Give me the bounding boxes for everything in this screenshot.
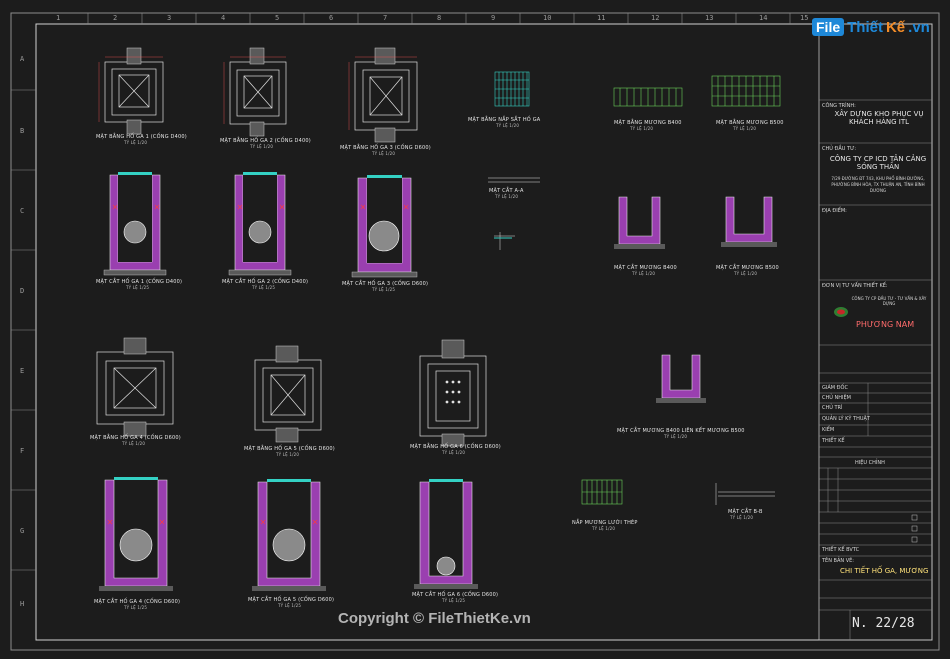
tb-location-label: ĐỊA ĐIỂM: bbox=[822, 208, 847, 214]
grid-row-d: D bbox=[20, 287, 25, 295]
scale-section-3: TỶ LỆ 1/25 bbox=[372, 287, 396, 292]
filethietke-logo[interactable]: File Thiết Kế .vn bbox=[812, 14, 934, 40]
grid-row-g: G bbox=[20, 527, 25, 535]
tb-owner: CÔNG TY CP ICD TÂN CẢNG SÓNG THẦN bbox=[829, 155, 927, 171]
caption-section-aa: MẶT CẮT A-A bbox=[489, 188, 524, 194]
drawing-number: N. 22/28 bbox=[852, 616, 915, 631]
grid-row-a: A bbox=[20, 55, 25, 63]
grid-col-3: 3 bbox=[167, 14, 172, 22]
scale-section-4: TỶ LỆ 1/25 bbox=[124, 605, 148, 610]
grid-col-13: 13 bbox=[705, 14, 714, 22]
caption-grate: MẶT BẰNG NẮP SẮT HỐ GA bbox=[468, 117, 541, 123]
grid-row-h: H bbox=[20, 600, 25, 608]
grid-col-2: 2 bbox=[113, 14, 118, 22]
grid-col-8: 8 bbox=[437, 14, 442, 22]
scale-grate: TỶ LỆ 1/20 bbox=[496, 123, 520, 128]
caption-section-b500: MẶT CẮT MƯƠNG B500 bbox=[716, 265, 779, 271]
copyright-watermark: Copyright © FileThietKe.vn bbox=[338, 610, 531, 627]
scale-section-1: TỶ LỆ 1/25 bbox=[126, 285, 150, 290]
grid-row-c: C bbox=[20, 207, 25, 215]
caption-section-b400: MẶT CẮT MƯƠNG B400 bbox=[614, 265, 677, 271]
scale-trench-b500: TỶ LỆ 1/20 bbox=[733, 126, 757, 131]
tb-company: CÔNG TY CP ĐẦU TƯ - TƯ VẤN & XÂY DỰNG bbox=[851, 296, 927, 306]
scale-trench-b400: TỶ LỆ 1/20 bbox=[630, 126, 654, 131]
grid-col-4: 4 bbox=[221, 14, 226, 22]
caption-section-join: MẶT CẮT MƯƠNG B400 LIÊN KẾT MƯƠNG B500 bbox=[617, 428, 745, 434]
tb-project-label: CÔNG TRÌNH: bbox=[822, 103, 856, 109]
scale-section-bb: TỶ LỆ 1/20 bbox=[730, 515, 754, 520]
scale-section-6: TỶ LỆ 1/25 bbox=[442, 598, 466, 603]
caption-section-4: MẶT CẮT HỐ GA 4 (CỐNG D600) bbox=[94, 599, 181, 605]
grid-col-14: 14 bbox=[759, 14, 768, 22]
tb-signer-chair: CHỦ TRÌ bbox=[822, 405, 843, 411]
caption-trench-cover: NẮP MƯƠNG LƯỚI THÉP bbox=[572, 520, 638, 526]
logo-ke: Kế bbox=[885, 18, 906, 36]
scale-section-b400: TỶ LỆ 1/20 bbox=[632, 271, 656, 276]
grid-col-7: 7 bbox=[383, 14, 388, 22]
tb-signer-check: KIỂM bbox=[822, 427, 835, 433]
scale-section-2: TỶ LỆ 1/25 bbox=[252, 285, 276, 290]
tb-address: 7/29 ĐƯỜNG ĐT 743, KHU PHỐ BÌNH ĐƯỜNG, P… bbox=[831, 176, 925, 193]
grid-col-1: 1 bbox=[56, 14, 61, 22]
scale-trench-cover: TỶ LỆ 1/20 bbox=[592, 526, 616, 531]
scale-section-aa: TỶ LỆ 1/20 bbox=[495, 194, 519, 199]
caption-section-bb: MẶT CẮT B-B bbox=[728, 509, 763, 515]
scale-plan-6: TỶ LỆ 1/20 bbox=[442, 450, 466, 455]
scale-plan-4: TỶ LỆ 1/20 bbox=[122, 441, 146, 446]
caption-plan-6: MẶT BẰNG HỐ GA 6 (CỐNG D600) bbox=[410, 444, 501, 450]
tb-signer-lead: CHỦ NHIỆM bbox=[822, 395, 851, 401]
caption-plan-1: MẶT BẰNG HỐ GA 1 (CỐNG D400) bbox=[96, 134, 187, 140]
caption-trench-b400: MẶT BẰNG MƯƠNG B400 bbox=[614, 120, 682, 126]
tb-signer-design: THIẾT KẾ bbox=[822, 438, 845, 444]
tb-owner-label: CHỦ ĐẦU TƯ: bbox=[822, 146, 857, 152]
tb-design-unit-label: ĐƠN VỊ TƯ VẤN THIẾT KẾ: bbox=[822, 283, 888, 289]
caption-plan-5: MẶT BẰNG HỐ GA 5 (CỐNG D600) bbox=[244, 446, 335, 452]
grid-col-11: 11 bbox=[597, 14, 606, 22]
caption-trench-b500: MẶT BẰNG MƯƠNG B500 bbox=[716, 120, 784, 126]
caption-section-1: MẶT CẮT HỐ GA 1 (CỐNG D400) bbox=[96, 279, 183, 285]
grid-row-b: B bbox=[20, 127, 25, 135]
caption-plan-2: MẶT BẰNG HỐ GA 2 (CỐNG D400) bbox=[220, 138, 311, 144]
grid-col-15: 15 bbox=[800, 14, 809, 22]
grid-row-f: F bbox=[20, 447, 25, 455]
logo-vn: .vn bbox=[908, 18, 930, 36]
caption-section-2: MẶT CẮT HỐ GA 2 (CỐNG D400) bbox=[222, 279, 309, 285]
scale-section-join: TỶ LỆ 1/20 bbox=[664, 434, 688, 439]
caption-section-3: MẶT CẮT HỐ GA 3 (CỐNG D600) bbox=[342, 281, 429, 287]
scale-section-5: TỶ LỆ 1/25 bbox=[278, 603, 302, 608]
scale-plan-5: TỶ LỆ 1/20 bbox=[276, 452, 300, 457]
tb-company-logo: PHƯƠNG NAM bbox=[856, 320, 915, 329]
grid-col-9: 9 bbox=[491, 14, 496, 22]
caption-section-6: MẶT CẮT HỐ GA 6 (CỐNG D600) bbox=[412, 592, 499, 598]
scale-plan-3: TỶ LỆ 1/20 bbox=[372, 151, 396, 156]
grid-col-10: 10 bbox=[543, 14, 552, 22]
logo-file: File bbox=[812, 18, 845, 36]
grid-col-5: 5 bbox=[275, 14, 280, 22]
tb-signer-qa: QUẢN LÝ KỸ THUẬT bbox=[822, 416, 870, 422]
caption-plan-4: MẶT BẰNG HỐ GA 4 (CỐNG D600) bbox=[90, 435, 181, 441]
scale-plan-2: TỶ LỆ 1/20 bbox=[250, 144, 274, 149]
tb-sheet-title: CHI TIẾT HỐ GA, MƯƠNG bbox=[840, 567, 929, 575]
tb-project: XÂY DỰNG KHO PHỤC VỤ KHÁCH HÀNG ITL bbox=[834, 110, 924, 126]
caption-plan-3: MẶT BẰNG HỐ GA 3 (CỐNG D600) bbox=[340, 145, 431, 151]
grid-col-12: 12 bbox=[651, 14, 660, 22]
grid-row-e: E bbox=[20, 367, 25, 375]
tb-sheet-title-label: TÊN BẢN VẼ: bbox=[822, 558, 854, 564]
caption-section-5: MẶT CẮT HỐ GA 5 (CỐNG D600) bbox=[248, 597, 335, 603]
tb-phase: THIẾT KẾ BVTC bbox=[822, 547, 860, 553]
logo-thiet: Thiết bbox=[847, 18, 883, 36]
tb-revise-label: HIỆU CHỈNH bbox=[855, 460, 885, 466]
grid-col-6: 6 bbox=[329, 14, 334, 22]
tb-signer-director: GIÁM ĐỐC bbox=[822, 385, 848, 391]
scale-section-b500: TỶ LỆ 1/20 bbox=[734, 271, 758, 276]
scale-plan-1: TỶ LỆ 1/20 bbox=[124, 140, 148, 145]
